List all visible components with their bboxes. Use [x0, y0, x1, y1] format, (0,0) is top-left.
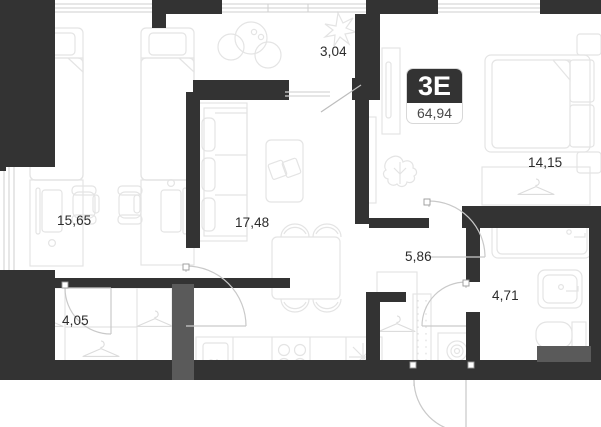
door-balcony-threshold [285, 91, 330, 97]
washbasin-icon [537, 269, 583, 309]
door-swing-icon-dressing-room [64, 287, 112, 335]
door-swing-icon-bedroom-left [185, 265, 247, 327]
doors-layer [64, 84, 486, 427]
dining-table-icon [271, 223, 342, 313]
plant-icon-balcony [322, 11, 359, 47]
window-icon-top-left [54, 3, 152, 13]
wardrobe-icon-hallway [376, 271, 418, 375]
toilet-icon [535, 321, 587, 349]
door-swing-icon-bathroom [421, 281, 467, 327]
double-bed-icon [484, 33, 601, 174]
coffee-table-icon [265, 139, 304, 203]
area-label-hallway: 5,86 [405, 249, 432, 264]
chair-icon-left-a [71, 185, 100, 225]
plant-icon-master [382, 155, 418, 188]
mirror-icon-master [381, 47, 401, 135]
area-label-bedroom-left: 15,65 [57, 213, 92, 228]
walls-interior-layer [537, 346, 591, 362]
badge-rooms-label: 3E [407, 69, 462, 103]
threshold-markers [61, 198, 475, 369]
door-swing-icon-balcony-sliding [320, 84, 362, 113]
windows-layer [3, 3, 540, 270]
walls-layer [0, 0, 601, 380]
window-icon-left-wall [3, 167, 15, 270]
badge-area-label: 64,94 [416, 105, 453, 121]
desk-icon-left-a [29, 179, 84, 267]
apartment-badge: 3E 64,94 [406, 68, 463, 124]
area-label-living-kitchen: 17,48 [235, 215, 270, 230]
area-label-balcony: 3,04 [320, 44, 347, 59]
window-icon-master-top [438, 3, 540, 13]
towel-rail-icon [412, 293, 432, 367]
chair-icon-left-b [117, 185, 143, 225]
area-label-bedroom-master: 14,15 [528, 155, 563, 170]
window-icon-balcony-top [222, 3, 366, 13]
area-label-dressing-room: 4,05 [62, 313, 89, 328]
wardrobe-icon-master [481, 166, 591, 206]
door-swing-icon-entry [413, 379, 467, 427]
area-label-bathroom: 4,71 [492, 288, 519, 303]
round-table-icon [217, 21, 282, 69]
